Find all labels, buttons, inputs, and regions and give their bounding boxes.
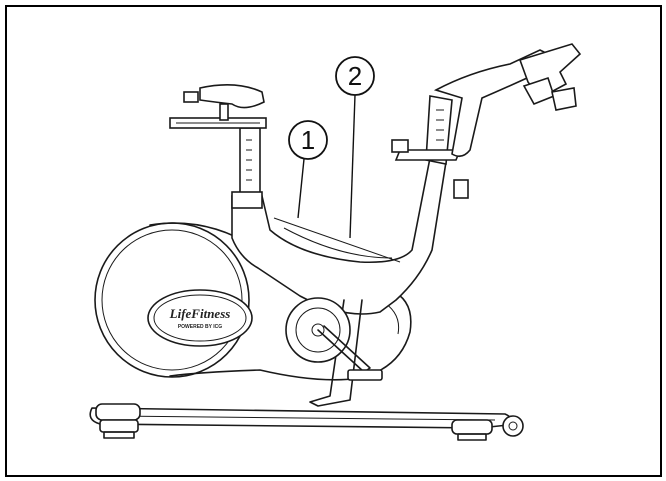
crank-assembly [285, 297, 383, 381]
handlebar-assembly [391, 43, 582, 199]
callout-1-label: 1 [301, 125, 315, 155]
callout-2: 2 [335, 56, 375, 239]
callout-1: 1 [288, 120, 328, 219]
logo-sub-text: POWERED BY ICG [178, 324, 222, 330]
logo-brand-text: LifeFitness [169, 306, 231, 321]
brand-logo: LifeFitness POWERED BY ICG [147, 289, 253, 347]
main-frame [231, 157, 447, 407]
callout-2-label: 2 [348, 61, 362, 91]
base-stabilizer [89, 403, 524, 441]
seat-assembly [169, 84, 267, 209]
